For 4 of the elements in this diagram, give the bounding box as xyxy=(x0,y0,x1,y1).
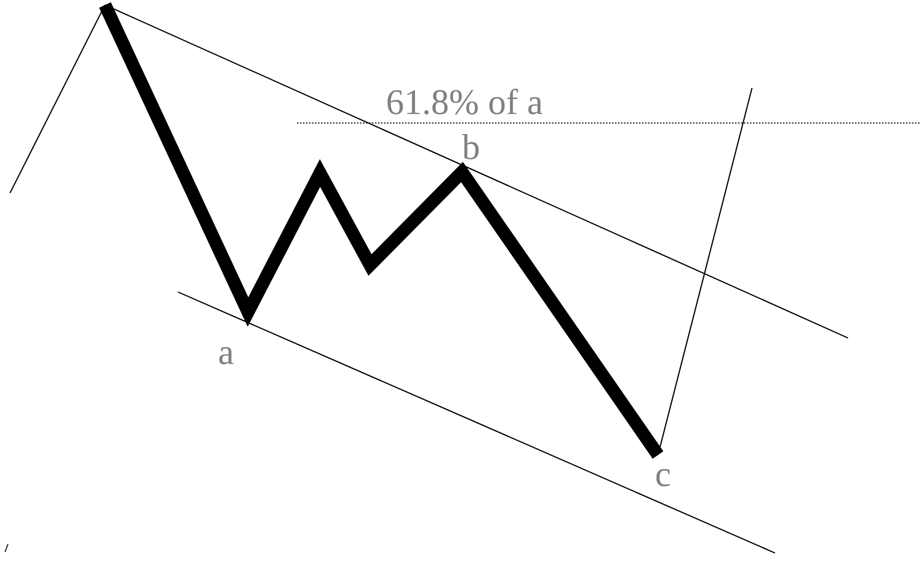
wave-label: c xyxy=(655,456,671,492)
wave-label: a xyxy=(218,334,234,370)
wave-label: b xyxy=(462,129,480,165)
percentage-label: 61.8% of a xyxy=(386,84,543,120)
